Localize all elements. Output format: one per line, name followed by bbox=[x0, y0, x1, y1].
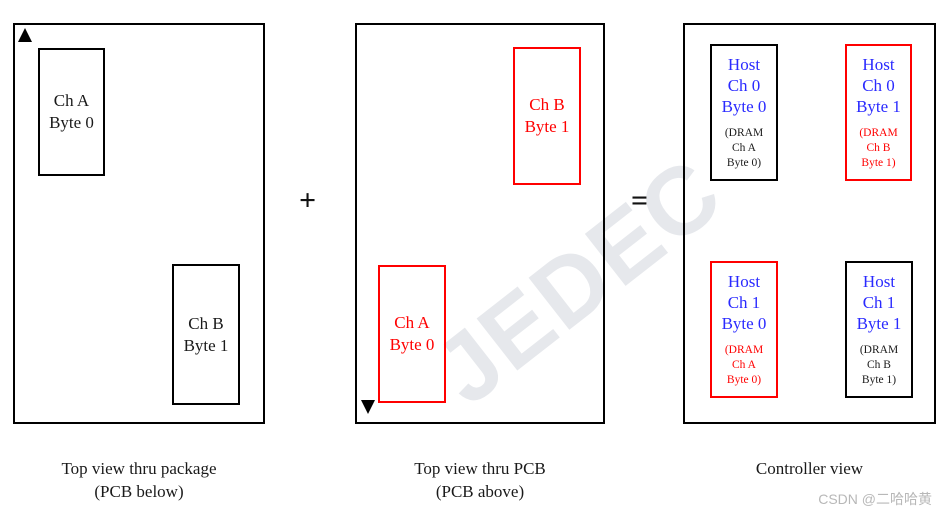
map-dram-label: (DRAM Ch A Byte 0) bbox=[725, 343, 763, 388]
map-host-label: Host Ch 0 Byte 0 bbox=[722, 54, 767, 117]
caption-line-2: (PCB above) bbox=[435, 481, 525, 501]
map-dram-line2: Ch B bbox=[866, 142, 891, 155]
orientation-down-triangle-icon bbox=[361, 400, 375, 414]
map-host-label: Host Ch 1 Byte 0 bbox=[722, 271, 767, 334]
byte-box-line1: Ch B bbox=[188, 313, 224, 333]
byte-box-line1: Ch A bbox=[53, 91, 90, 111]
byte-box-line1: Ch A bbox=[394, 313, 430, 333]
map-dram-line3: Byte 1) bbox=[861, 374, 897, 387]
panel-top-view-thru-package bbox=[13, 23, 265, 424]
map-dram-label: (DRAM Ch B Byte 1) bbox=[860, 343, 898, 388]
map-host-line3: Byte 0 bbox=[721, 314, 767, 334]
map-dram-line3: Byte 0) bbox=[726, 157, 762, 170]
map-dram-line2: Ch B bbox=[867, 359, 891, 372]
map-dram-line2: Ch A bbox=[732, 359, 756, 372]
map-box-host-ch-1-byte-1: Host Ch 1 Byte 1 (DRAM Ch B Byte 1) bbox=[845, 261, 913, 398]
plus-operator-icon: + bbox=[299, 184, 317, 217]
orientation-up-triangle-icon bbox=[18, 28, 32, 42]
map-host-line1: Host bbox=[862, 54, 895, 74]
caption-line-2: (PCB below) bbox=[94, 481, 184, 501]
map-dram-line3: Byte 1) bbox=[861, 157, 896, 170]
byte-box-line2: Byte 0 bbox=[49, 113, 94, 132]
byte-box-pcb-ch-b-byte-1: Ch B Byte 1 bbox=[513, 47, 581, 185]
map-host-line2: Ch 0 bbox=[727, 76, 761, 96]
map-dram-line3: Byte 0) bbox=[726, 374, 762, 387]
map-dram-label: (DRAM Ch B Byte 1) bbox=[859, 126, 897, 171]
map-host-line1: Host bbox=[862, 271, 896, 291]
byte-box-line1: Ch B bbox=[529, 95, 565, 115]
map-host-line2: Ch 0 bbox=[862, 76, 895, 96]
map-host-line2: Ch 1 bbox=[862, 293, 896, 313]
map-dram-line2: Ch A bbox=[732, 142, 756, 155]
map-host-line3: Byte 0 bbox=[721, 97, 767, 117]
caption-line-1: Top view thru PCB bbox=[414, 459, 546, 478]
map-dram-line1: (DRAM bbox=[859, 127, 898, 140]
map-host-line3: Byte 1 bbox=[856, 314, 902, 334]
byte-box-line2: Byte 1 bbox=[524, 117, 570, 136]
panel-top-view-thru-pcb bbox=[355, 23, 605, 424]
byte-box-pcb-ch-a-byte-0: Ch A Byte 0 bbox=[378, 265, 446, 403]
map-box-host-ch-0-byte-0: Host Ch 0 Byte 0 (DRAM Ch A Byte 0) bbox=[710, 44, 778, 181]
map-box-host-ch-1-byte-0: Host Ch 1 Byte 0 (DRAM Ch A Byte 0) bbox=[710, 261, 778, 398]
panel-controller-view bbox=[683, 23, 936, 424]
byte-box-line2: Byte 0 bbox=[389, 335, 435, 354]
map-dram-line1: (DRAM bbox=[724, 127, 764, 140]
caption-line-1: Top view thru package bbox=[61, 459, 217, 478]
map-dram-line1: (DRAM bbox=[724, 344, 764, 357]
map-host-line2: Ch 1 bbox=[727, 293, 761, 313]
caption-controller-view: Controller view bbox=[683, 458, 936, 481]
map-box-host-ch-0-byte-1: Host Ch 0 Byte 1 (DRAM Ch B Byte 1) bbox=[845, 44, 912, 181]
map-dram-label: (DRAM Ch A Byte 0) bbox=[725, 126, 763, 171]
byte-box-package-ch-a-byte-0: Ch A Byte 0 bbox=[38, 48, 105, 176]
caption-top-view-thru-pcb: Top view thru PCB (PCB above) bbox=[355, 458, 605, 503]
byte-box-line2: Byte 1 bbox=[183, 335, 229, 355]
map-host-line3: Byte 1 bbox=[856, 97, 901, 117]
map-host-line1: Host bbox=[727, 54, 761, 74]
map-host-label: Host Ch 1 Byte 1 bbox=[857, 271, 902, 334]
byte-box-package-ch-b-byte-1: Ch B Byte 1 bbox=[172, 264, 240, 405]
map-host-line1: Host bbox=[727, 271, 761, 291]
map-host-label: Host Ch 0 Byte 1 bbox=[856, 54, 901, 117]
csdn-attribution-watermark: CSDN @二哈哈黄 bbox=[818, 491, 932, 507]
caption-line-1: Controller view bbox=[755, 459, 864, 478]
caption-top-view-thru-package: Top view thru package (PCB below) bbox=[13, 458, 265, 503]
equals-operator-icon: = bbox=[631, 184, 649, 217]
map-dram-line1: (DRAM bbox=[859, 344, 899, 357]
